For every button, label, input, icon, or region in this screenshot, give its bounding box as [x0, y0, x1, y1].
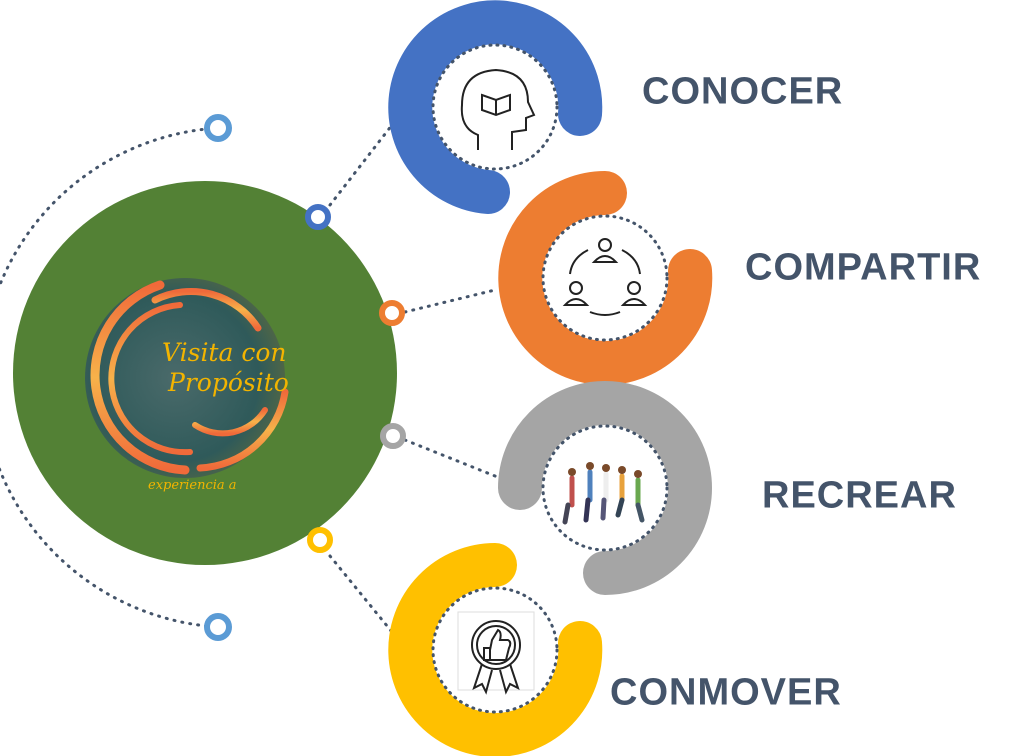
thumbs-up-badge-icon [457, 611, 535, 695]
logo-subtitle: experiencia a [148, 478, 237, 493]
logo-title-line1: Visita con [162, 338, 287, 367]
jumping-people-icon [562, 462, 645, 525]
people-cycle-icon [562, 238, 648, 316]
donut-conmover [388, 543, 603, 756]
label-compartir: COMPARTIR [745, 246, 982, 289]
donut-compartir [498, 171, 713, 385]
outer-dotted-arc [0, 126, 220, 629]
logo-swirl-icon [90, 280, 289, 475]
label-recrear: RECREAR [762, 474, 957, 517]
logo-title-line2: Propósito [168, 368, 289, 397]
head-book-icon [460, 68, 536, 150]
label-conmover: CONMOVER [610, 671, 842, 714]
small-rings [204, 114, 406, 641]
connectors [328, 123, 502, 634]
label-conocer: CONOCER [642, 70, 844, 113]
